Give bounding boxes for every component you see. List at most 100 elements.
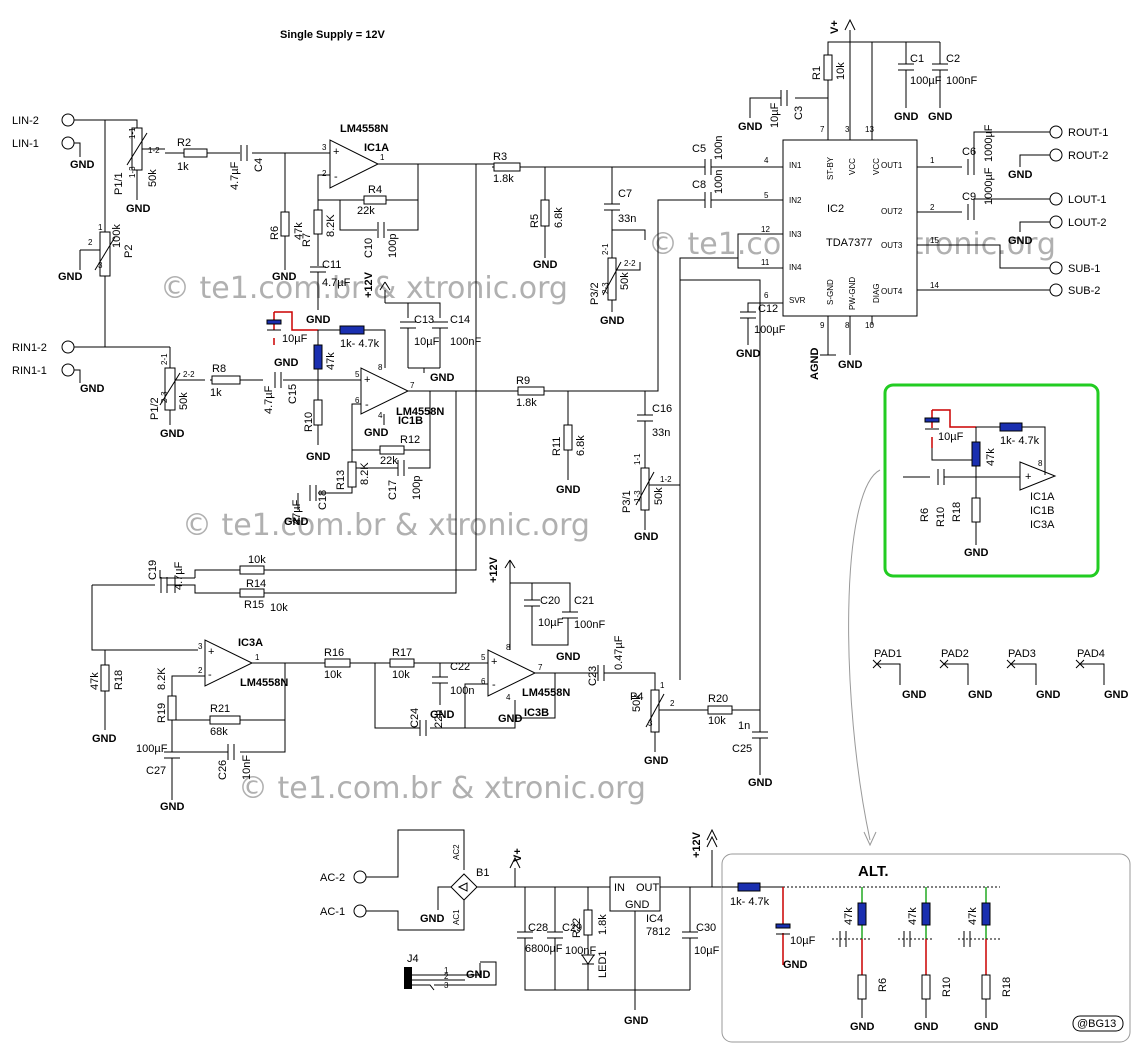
resistor-r8[interactable] <box>211 375 241 385</box>
svg-text:+: + <box>333 146 339 158</box>
pot-p2[interactable]: P2 100k 1 2 3 GND <box>58 223 135 347</box>
capacitor-c24[interactable] <box>419 720 427 736</box>
svg-text:1-2: 1-2 <box>660 475 672 484</box>
resistor-47k-blue[interactable] <box>313 344 323 370</box>
svg-text:10k: 10k <box>392 669 410 681</box>
resistor-r17[interactable] <box>389 658 415 668</box>
opamp-ic1b[interactable] <box>360 367 410 415</box>
inset-border <box>883 383 1100 578</box>
resistor-r19[interactable] <box>167 695 177 721</box>
svg-text:R10: R10 <box>941 977 953 997</box>
svg-text:OUT2: OUT2 <box>881 207 903 216</box>
resistor-r1[interactable] <box>823 54 833 81</box>
r5-value: 6.8k <box>553 207 565 228</box>
resistor-r20[interactable] <box>707 705 733 715</box>
svg-text:1-1: 1-1 <box>633 453 642 465</box>
svg-text:-: - <box>492 679 496 691</box>
connector-ac1[interactable] <box>353 904 367 918</box>
svg-text:47k: 47k <box>985 448 997 466</box>
bridge-b1[interactable] <box>450 873 478 901</box>
svg-text:12: 12 <box>761 225 770 234</box>
c12-label: C12 <box>758 303 778 315</box>
connector-lout1[interactable] <box>1049 192 1063 206</box>
svg-text:7: 7 <box>410 381 415 390</box>
svg-text:6800µF: 6800µF <box>525 943 563 955</box>
svg-text:10k: 10k <box>270 602 288 614</box>
pot-p11[interactable]: P1/1 50k 1-1 1-2 1-3 GND <box>113 127 165 215</box>
capacitor-c4[interactable] <box>240 145 248 161</box>
resistor-r12[interactable] <box>379 445 405 455</box>
resistor-r5[interactable] <box>540 199 550 227</box>
svg-text:R10: R10 <box>935 507 947 527</box>
r3-value: 1.8k <box>493 173 514 185</box>
ic3a-stage: 10k R14 R15 10k C19 4.7µF 47k R18 GND + … <box>89 391 476 813</box>
capacitor-ext[interactable] <box>266 319 282 325</box>
connector-lin2-label: LIN-2 <box>12 115 39 127</box>
jack-j4[interactable] <box>404 967 412 989</box>
connector-rout1[interactable] <box>1049 125 1063 139</box>
svg-text:R6: R6 <box>877 978 889 992</box>
resistor-r3[interactable] <box>493 162 521 172</box>
opamp-ic3b[interactable] <box>487 649 537 697</box>
gnd-label: GND <box>748 777 773 789</box>
connector-lout2[interactable] <box>1049 215 1063 229</box>
connector-lin1[interactable] <box>61 136 75 150</box>
resistor-r13[interactable] <box>347 461 357 488</box>
gnd-label: GND <box>644 755 669 767</box>
pot-p12[interactable]: P1/2 50k 2-1 2-2 2-3 GND <box>149 347 205 440</box>
gnd-label: GND <box>634 531 659 543</box>
pot-p12-pin1: 2-1 <box>160 353 169 365</box>
resistor-r18[interactable] <box>100 664 110 692</box>
svg-text:+: + <box>491 656 497 668</box>
resistor-r16[interactable] <box>324 658 351 668</box>
resistor-r21[interactable] <box>209 715 241 725</box>
capacitor-c26[interactable] <box>227 744 235 760</box>
resistor-r10[interactable] <box>313 399 323 426</box>
r6-value: 47k <box>293 222 305 240</box>
resistor-r4[interactable] <box>363 195 387 205</box>
connector-rout2[interactable] <box>1049 148 1063 162</box>
resistor-r6[interactable] <box>280 211 290 237</box>
gnd-label: GND <box>58 271 83 283</box>
c3-label: C3 <box>793 106 805 120</box>
resistor-r2[interactable] <box>183 148 208 158</box>
svg-text:10nF: 10nF <box>241 755 253 780</box>
gnd-label: GND <box>160 428 185 440</box>
gnd-label: GND <box>70 159 95 171</box>
connector-sub1[interactable] <box>1049 261 1063 275</box>
resistor-r7[interactable] <box>313 209 323 235</box>
ic2-body[interactable] <box>782 139 918 317</box>
resistor-r11[interactable] <box>563 424 573 451</box>
signature-text: @BG13 <box>1077 1018 1116 1030</box>
svg-text:R15: R15 <box>244 599 264 611</box>
capacitor-c17[interactable] <box>397 460 405 476</box>
resistor-r22[interactable] <box>583 909 593 936</box>
ic3a-part: LM4558N <box>240 677 288 689</box>
svg-text:8: 8 <box>378 363 383 372</box>
capacitor-c15[interactable] <box>274 372 282 388</box>
opamp-ic3a[interactable] <box>204 639 254 687</box>
c17-value: 100p <box>411 476 423 500</box>
opamp-ic1a[interactable] <box>329 139 380 189</box>
connector-rin12[interactable] <box>61 340 75 354</box>
gnd-label: GND <box>466 969 491 981</box>
connector-ac2[interactable] <box>353 870 367 884</box>
connector-rin11[interactable] <box>61 363 75 377</box>
resistor-r14[interactable] <box>239 565 265 575</box>
r12-value: 22k <box>380 455 398 467</box>
resistor-r9[interactable] <box>517 386 545 396</box>
c13-value: 10µF <box>414 336 440 348</box>
svg-text:1k- 4.7k: 1k- 4.7k <box>730 896 770 908</box>
c16-value: 33n <box>652 427 670 439</box>
svg-text:PW-GND: PW-GND <box>848 277 857 310</box>
regulator-ic4[interactable] <box>609 876 661 912</box>
resistor-r15[interactable] <box>239 588 265 598</box>
capacitor-c10[interactable] <box>377 222 385 238</box>
connector-sub2[interactable] <box>1049 283 1063 297</box>
resistor-alt-1k-4k7[interactable] <box>339 325 365 335</box>
gnd-label: GND <box>556 484 581 496</box>
connector-lin2[interactable] <box>61 113 75 127</box>
c4-label: C4 <box>253 158 265 172</box>
svg-text:3: 3 <box>322 143 327 152</box>
svg-text:R16: R16 <box>324 647 344 659</box>
